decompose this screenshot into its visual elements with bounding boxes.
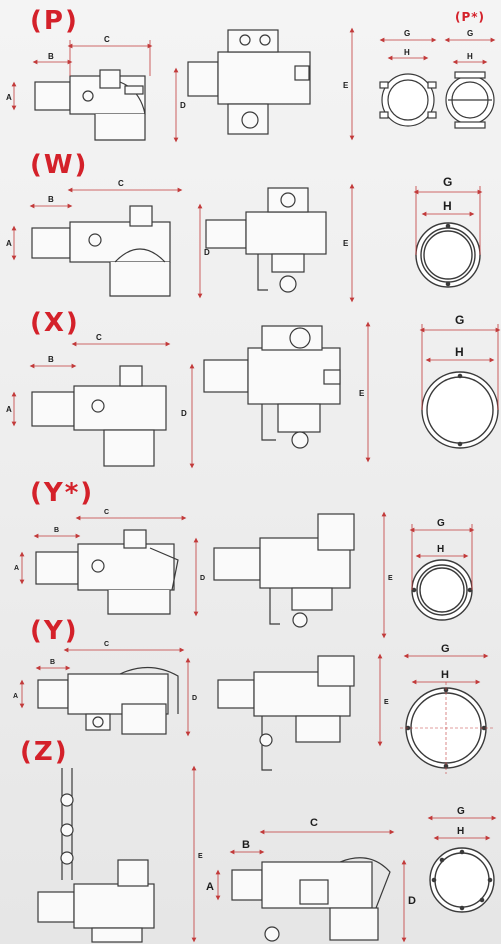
dim-g-w: G	[443, 175, 452, 189]
dim-h-p-star: H	[467, 52, 473, 61]
dim-a-p: A	[6, 93, 12, 102]
diagram-y-star-top-view	[213, 513, 355, 628]
dim-h-x: H	[455, 345, 464, 359]
diagram-w-side-view	[31, 205, 171, 297]
section-label-y-star: (Y*)	[30, 478, 95, 508]
diagram-y-top-view	[217, 655, 355, 771]
dim-a-y-star: A	[14, 565, 19, 572]
dim-g-y: G	[441, 643, 450, 655]
dim-d-y: D	[192, 695, 197, 702]
flange-w	[415, 222, 481, 288]
dim-a-w: A	[6, 239, 12, 248]
dim-b-x: B	[48, 355, 54, 364]
section-label-p: (P)	[30, 6, 79, 36]
dim-c-x: C	[96, 333, 102, 342]
diagram-z-front-view	[37, 768, 155, 943]
diagram-p-dims	[11, 40, 179, 143]
dim-g-z: G	[457, 806, 465, 817]
dim-g-p: G	[404, 29, 410, 38]
dim-b-y: B	[50, 659, 55, 666]
dim-g-x: G	[455, 313, 464, 327]
diagram-w-top-view	[205, 187, 327, 293]
diagram-z-side-view	[231, 857, 391, 942]
dim-h-p: H	[404, 48, 410, 57]
dim-e-y-star: E	[388, 575, 393, 582]
dim-e-y: E	[384, 699, 389, 706]
section-label-w: (W)	[30, 150, 89, 180]
dim-a-x: A	[6, 405, 12, 414]
flange-x	[421, 371, 499, 449]
diagram-p-side-view	[34, 69, 146, 141]
section-label-x: (X)	[30, 308, 80, 338]
dim-d-p: D	[180, 101, 186, 110]
diagram-p-top-view	[187, 29, 311, 135]
diagram-x-side-view	[31, 365, 167, 467]
dim-b-p: B	[48, 52, 54, 61]
dim-c-w: C	[118, 179, 124, 188]
dim-e-z: E	[198, 853, 203, 860]
dim-h-w: H	[443, 199, 452, 213]
dim-h-y-star: H	[437, 544, 444, 555]
dim-a-y: A	[13, 693, 18, 700]
diagram-x-top-view	[203, 325, 341, 449]
dim-b-w: B	[48, 195, 54, 204]
dim-b-y-star: B	[54, 527, 59, 534]
dim-d-y-star: D	[200, 575, 205, 582]
dim-g-p-star: G	[467, 29, 473, 38]
dim-c-p: C	[104, 35, 110, 44]
dim-b-z: B	[242, 839, 250, 851]
dim-g-y-star: G	[437, 518, 445, 529]
dim-e-p: E	[343, 81, 349, 90]
dim-e-x: E	[359, 389, 365, 398]
dim-h-y: H	[441, 669, 449, 681]
section-label-z: (Z)	[20, 737, 69, 767]
flange-p	[379, 73, 437, 127]
diagram-y-side-view	[37, 666, 179, 735]
dim-c-y: C	[104, 641, 109, 648]
section-label-y: (Y)	[30, 616, 79, 646]
flange-z	[429, 847, 495, 913]
dim-a-z: A	[206, 881, 214, 893]
dim-c-z: C	[310, 817, 318, 829]
dim-d-x: D	[181, 409, 187, 418]
flange-p-star	[445, 71, 495, 129]
dim-h-z: H	[457, 826, 464, 837]
flange-y-star	[411, 559, 473, 621]
dim-e-w: E	[343, 239, 349, 248]
dim-c-y-star: C	[104, 509, 109, 516]
diagram-y-star-side-view	[35, 529, 179, 615]
dim-d-z: D	[408, 895, 416, 907]
section-label-p-star: (P*)	[455, 10, 486, 24]
dim-d-w: D	[204, 248, 210, 257]
